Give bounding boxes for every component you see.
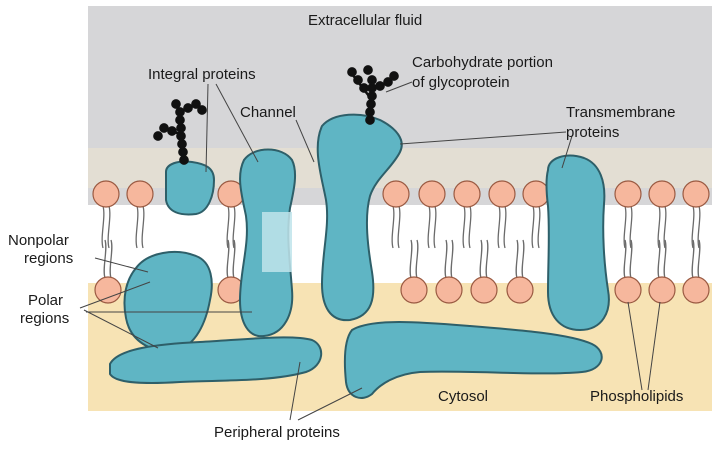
phospholipid-head [648, 180, 676, 208]
phospholipid-head [435, 276, 463, 304]
phospholipid-tail [103, 239, 107, 279]
phospholipid-tail [433, 205, 437, 249]
phospholipid-tail [663, 239, 667, 279]
phospholipid-tail [101, 205, 105, 249]
channel-opening [262, 212, 292, 272]
phospholipid-head [488, 180, 516, 208]
leader-lines [79, 81, 661, 421]
phospholipid-tail [415, 239, 419, 279]
phospholipid-tail [537, 205, 541, 249]
phospholipid-head [126, 180, 154, 208]
phospholipid-tail [629, 205, 633, 249]
label-peripheral-proteins: Peripheral proteins [214, 424, 340, 441]
phospholipid-tail [479, 239, 483, 279]
phospholipid-head [400, 276, 428, 304]
phospholipid-tail [397, 205, 401, 249]
integral-protein-left [123, 251, 213, 352]
phospholipid-tail [226, 205, 230, 249]
phospholipid-head [453, 180, 481, 208]
phospholipid-tail [691, 239, 695, 279]
glycoprotein-transmembrane [316, 113, 403, 322]
phospholipid-tail [391, 205, 395, 249]
phospholipid-tails [101, 205, 701, 279]
phospholipid-head [648, 276, 676, 304]
label-polar-line1: Polar [28, 292, 64, 309]
carbohydrate-chain-left [153, 99, 207, 165]
label-transmembrane-line2: proteins [566, 124, 620, 141]
phospholipid-head [522, 180, 550, 208]
phospholipid-tail [497, 205, 501, 249]
phospholipid-tail [409, 239, 413, 279]
label-channel: Channel [240, 104, 296, 121]
phospholipid-head [614, 180, 642, 208]
phospholipid-head [682, 276, 710, 304]
phospholipid-head [92, 180, 120, 208]
phospholipid-tail [450, 239, 454, 279]
phospholipid-tail [141, 205, 145, 249]
peripheral-protein-left [109, 336, 322, 385]
label-nonpolar-line2: regions [24, 250, 74, 267]
carbohydrate-chain-right [347, 65, 399, 125]
phospholipid-tail [531, 205, 535, 249]
phospholipid-tail [691, 205, 695, 249]
label-transmembrane-line1: Transmembrane [566, 104, 676, 121]
phospholipid-tail [226, 239, 230, 279]
phospholipid-tail [657, 205, 661, 249]
phospholipid-head [682, 180, 710, 208]
phospholipid-tail [462, 205, 466, 249]
phospholipid-tail [503, 205, 507, 249]
peripheral-protein-right [343, 321, 603, 399]
phospholipid-tail [663, 205, 667, 249]
label-extracellular-fluid: Extracellular fluid [308, 12, 423, 29]
phospholipid-tail [623, 205, 627, 249]
phospholipid-tail [629, 239, 633, 279]
integral-protein-small [165, 160, 216, 216]
phospholipid-head [418, 180, 446, 208]
label-phospholipids: Phospholipids [590, 388, 684, 405]
phospholipid-tail [485, 239, 489, 279]
phospholipid-tail [468, 205, 472, 249]
transmembrane-protein-right [545, 154, 610, 332]
phospholipid-tail [109, 239, 113, 279]
phospholipid-tail [107, 205, 111, 249]
phospholipid-tail [521, 239, 525, 279]
phospholipid-tail [427, 205, 431, 249]
phospholipid-tail [657, 239, 661, 279]
phospholipid-head [382, 180, 410, 208]
phospholipid-tail [697, 239, 701, 279]
phospholipid-head [470, 276, 498, 304]
phospholipid-tail [232, 205, 236, 249]
membrane-proteins [109, 113, 610, 399]
phospholipid-head [94, 276, 122, 304]
phospholipid-head [614, 276, 642, 304]
phospholipid-head [506, 276, 534, 304]
phospholipid-tail [697, 205, 701, 249]
phospholipid-tail [623, 239, 627, 279]
label-integral-proteins: Integral proteins [148, 66, 256, 83]
phospholipid-tail [515, 239, 519, 279]
label-nonpolar-line1: Nonpolar [8, 232, 69, 249]
label-cytosol: Cytosol [438, 388, 489, 405]
label-carbohydrate-line2: of glycoprotein [412, 74, 510, 91]
label-polar-line2: regions [20, 310, 70, 327]
phospholipid-heads [92, 180, 710, 304]
label-carbohydrate-line1: Carbohydrate portion [412, 54, 553, 71]
phospholipid-tail [232, 239, 236, 279]
phospholipid-tail [444, 239, 448, 279]
phospholipid-tail [135, 205, 139, 249]
